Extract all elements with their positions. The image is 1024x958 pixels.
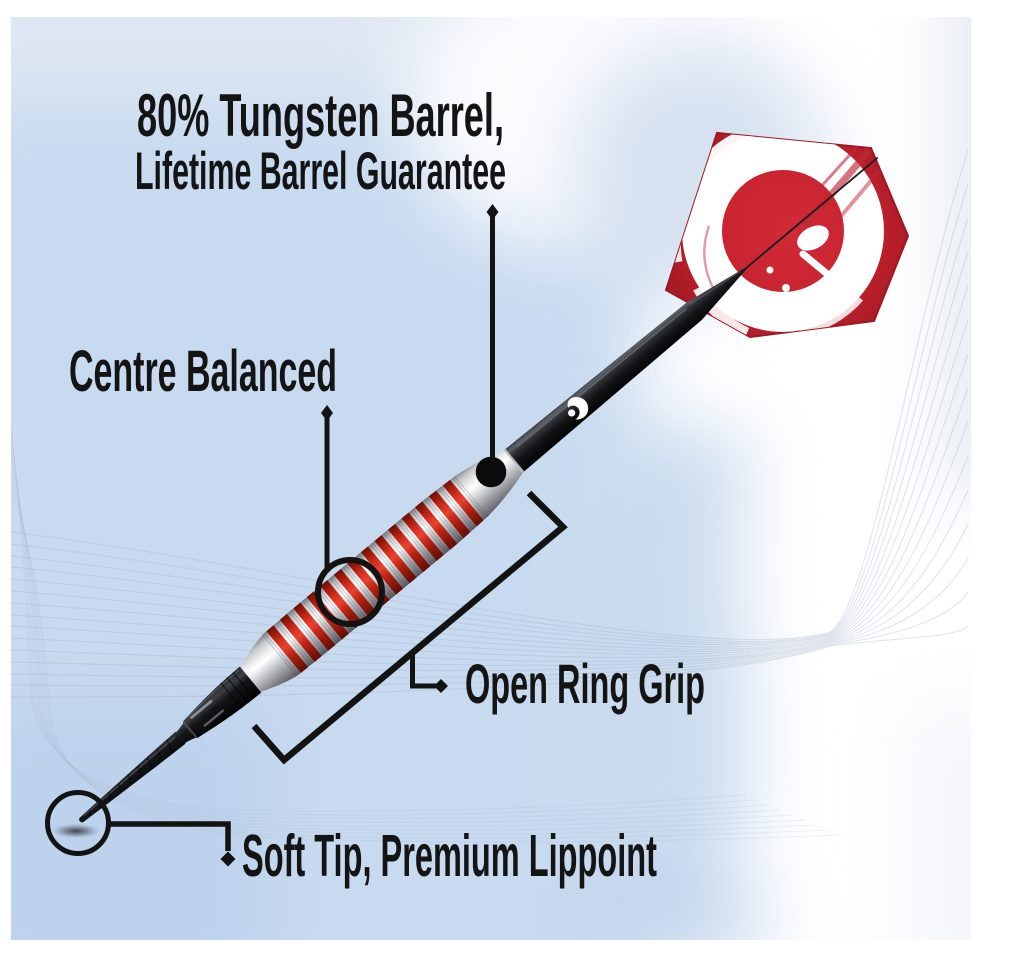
svg-text:Open Ring Grip: Open Ring Grip [465,652,705,715]
svg-text:80% Tungsten Barrel,: 80% Tungsten Barrel, [137,82,504,149]
svg-text:Lifetime Barrel Guarantee: Lifetime Barrel Guarantee [135,142,506,201]
svg-text:Soft Tip, Premium Lippoint: Soft Tip, Premium Lippoint [242,823,657,889]
svg-text:Centre Balanced: Centre Balanced [69,339,337,404]
